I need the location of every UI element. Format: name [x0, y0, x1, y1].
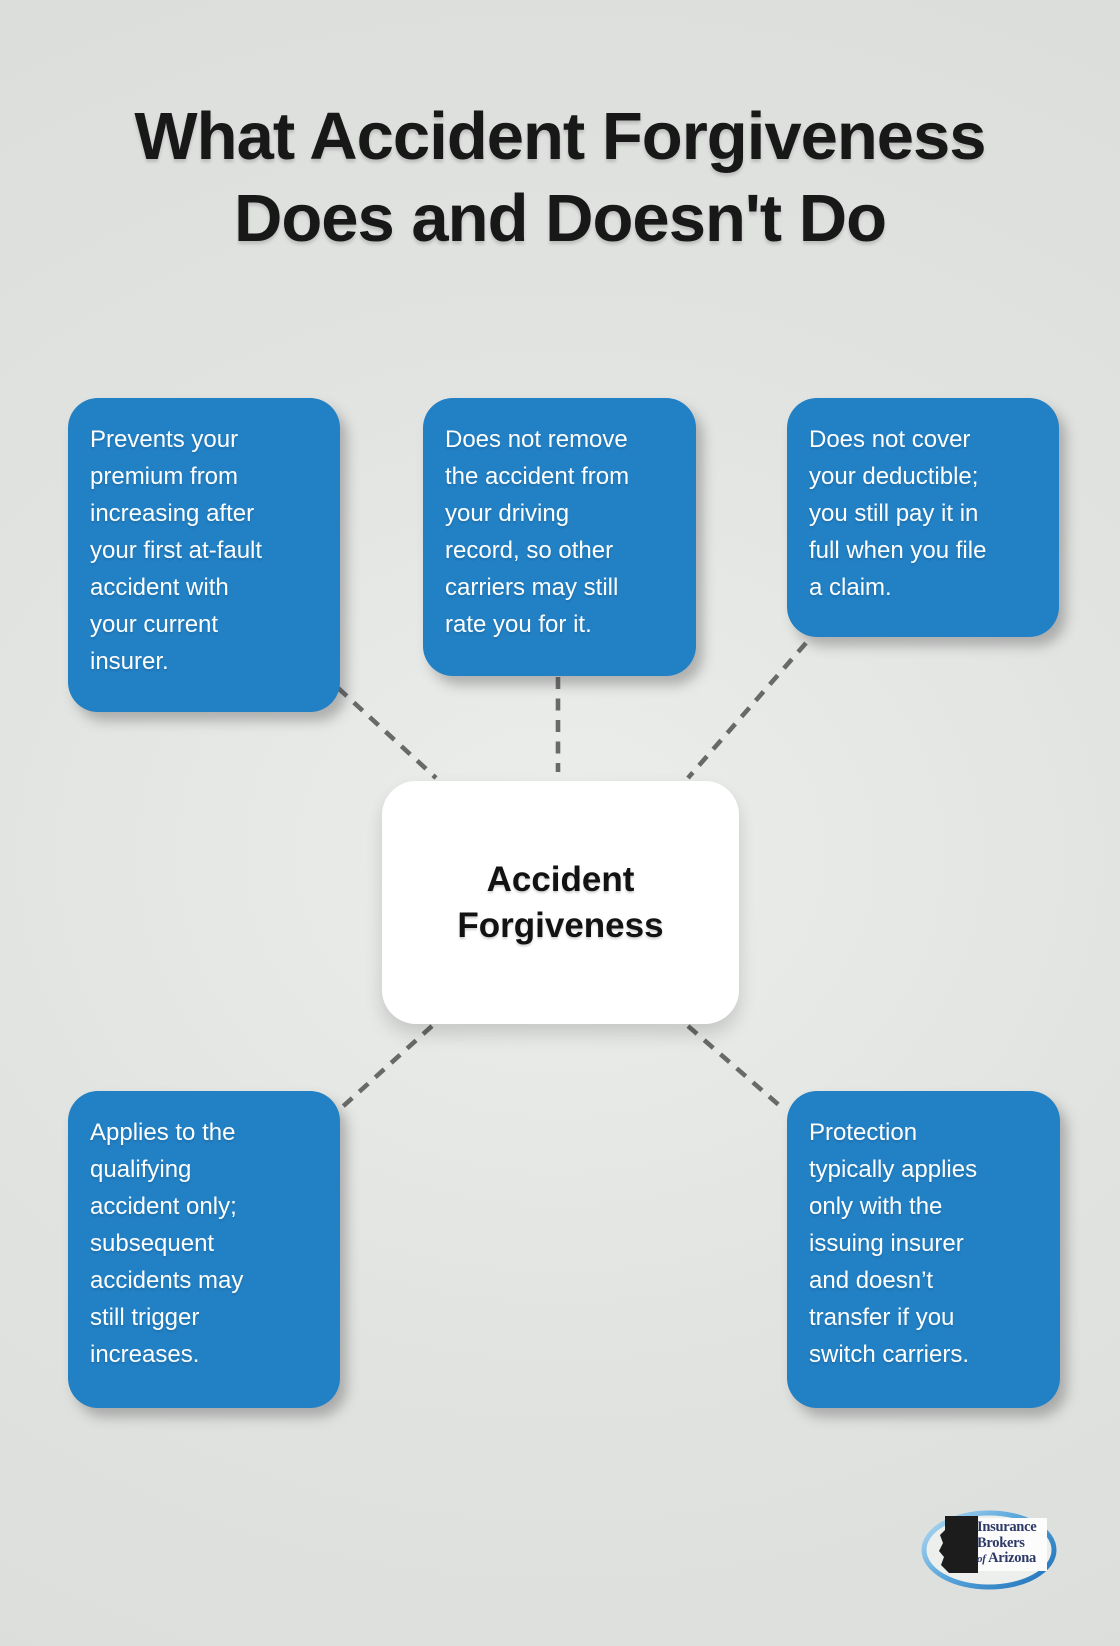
page-title: What Accident Forgiveness Does and Doesn… — [0, 96, 1120, 260]
page-title-line2: Does and Doesn't Do — [233, 181, 887, 256]
logo-text-line2: Brokers — [977, 1534, 1025, 1551]
page-title-line1: What Accident Forgiveness — [134, 99, 986, 174]
logo: Insurance Brokers of Arizona — [919, 1509, 1059, 1591]
node-top-left: Prevents your premium from increasing af… — [68, 398, 340, 712]
connector-line-bottom-right — [686, 1024, 782, 1108]
center-node: Accident Forgiveness — [382, 781, 739, 1024]
node-bottom-right: Protection typically applies only with t… — [787, 1091, 1060, 1408]
connector-line-top-left — [336, 686, 438, 780]
logo-text-of: of — [977, 1553, 986, 1565]
logo-text: Insurance Brokers of Arizona — [977, 1519, 1037, 1568]
node-top-center: Does not remove the accident from your d… — [423, 398, 696, 676]
connector-line-top-right — [686, 641, 808, 780]
connector-line-bottom-left — [337, 1024, 434, 1112]
logo-text-line3: of Arizona — [977, 1550, 1036, 1568]
node-bottom-left: Applies to the qualifying accident only;… — [68, 1091, 340, 1408]
node-top-right: Does not cover your deductible; you stil… — [787, 398, 1059, 637]
arizona-state-icon — [939, 1516, 978, 1573]
logo-text-panel — [973, 1518, 1047, 1571]
logo-text-arizona: Arizona — [988, 1550, 1036, 1566]
logo-text-line1: Insurance — [977, 1519, 1037, 1535]
logo-graphic — [921, 1510, 1057, 1590]
